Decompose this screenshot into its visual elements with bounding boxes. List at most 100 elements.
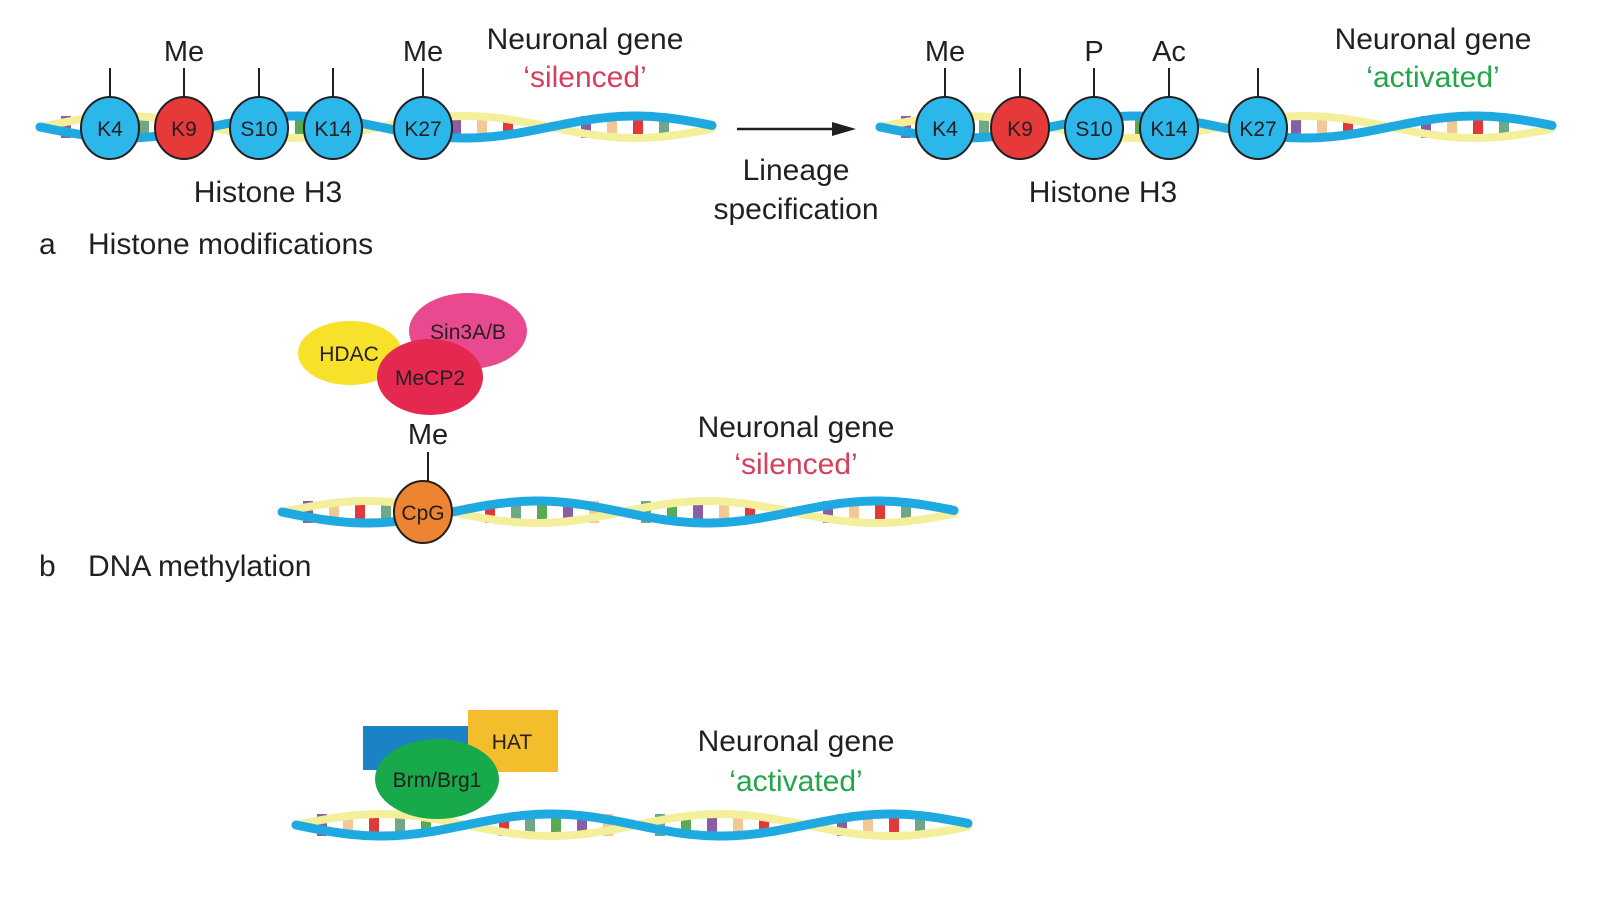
base-pair — [303, 501, 313, 523]
base-pair — [1447, 116, 1457, 138]
base-pair — [1421, 116, 1431, 138]
residue-k4: K4 — [80, 68, 140, 160]
base-pair — [589, 501, 599, 523]
residue-circle — [303, 96, 363, 160]
base-pair — [581, 116, 591, 138]
base-pair — [343, 814, 353, 836]
arrow-label-line2: specification — [713, 193, 878, 226]
panel-a-letter: a — [39, 228, 56, 261]
residue-k14: K14 Ac — [1139, 36, 1199, 160]
residue-label: K9 — [1007, 118, 1033, 141]
residue-circle — [990, 96, 1050, 160]
base-pair — [355, 501, 365, 523]
base-pair — [369, 814, 379, 836]
dna-strand-blue — [277, 496, 959, 528]
base-pair — [745, 501, 755, 523]
dna-strand-blue — [35, 111, 717, 143]
base-pair — [719, 501, 729, 523]
residue-k14: K14 — [303, 68, 363, 160]
base-pair — [607, 116, 617, 138]
arrow-label-line1: Lineage — [743, 154, 850, 187]
dna-helix-a-activated — [875, 111, 1557, 143]
base-pair — [1499, 116, 1509, 138]
base-pair — [889, 814, 899, 836]
base-pair — [641, 501, 651, 523]
base-pair — [451, 116, 461, 138]
dna-helix-a-silenced — [35, 111, 717, 143]
residue-k27: K27 — [1228, 68, 1288, 160]
gene-state-a-right: ‘activated’ — [1366, 61, 1499, 94]
gene-state-c: ‘activated’ — [729, 765, 862, 798]
residue-label: K27 — [1239, 118, 1276, 141]
lineage-arrow-head-icon — [832, 122, 856, 136]
modification-mark: Me — [403, 36, 443, 68]
cpg-site — [393, 480, 453, 544]
base-pair — [823, 501, 833, 523]
residue-circle — [915, 96, 975, 160]
base-pair — [511, 501, 521, 523]
methyl-mark-b: Me — [408, 419, 448, 451]
gene-label-b: Neuronal gene — [698, 411, 895, 444]
residue-circle — [229, 96, 289, 160]
hat-label: HAT — [492, 731, 533, 754]
hdac-protein — [298, 321, 402, 385]
base-pair — [1317, 116, 1327, 138]
brm-brg1-label: Brm/Brg1 — [393, 769, 482, 792]
residue-circle — [393, 96, 453, 160]
base-pair — [1343, 116, 1353, 138]
residue-label: S10 — [1075, 118, 1112, 141]
base-pair — [329, 501, 339, 523]
residue-s10: S10 — [229, 68, 289, 160]
residue-label: S10 — [240, 118, 277, 141]
base-pair — [499, 814, 509, 836]
panel-a-title: Histone modifications — [88, 228, 373, 261]
gene-state-a-left: ‘silenced’ — [523, 61, 646, 94]
sin3-label: Sin3A/B — [430, 321, 506, 344]
base-pair — [503, 116, 513, 138]
residue-circle — [1064, 96, 1124, 160]
mecp2-label: MeCP2 — [395, 367, 465, 390]
base-pair — [295, 116, 305, 138]
base-pair — [537, 501, 547, 523]
base-pair — [317, 814, 327, 836]
gene-label-a-left: Neuronal gene — [487, 23, 684, 56]
base-pair — [395, 814, 405, 836]
base-pair — [659, 116, 669, 138]
gene-state-b: ‘silenced’ — [734, 448, 857, 481]
gene-label-a-right: Neuronal gene — [1335, 23, 1532, 56]
residue-label: K4 — [97, 118, 123, 141]
base-pair — [979, 116, 989, 138]
base-pair — [1473, 116, 1483, 138]
base-pair — [525, 814, 535, 836]
mecp2-protein — [377, 339, 483, 415]
modification-mark: Ac — [1152, 36, 1186, 68]
base-pair — [633, 116, 643, 138]
residue-label: K4 — [932, 118, 958, 141]
base-pair — [421, 814, 431, 836]
gene-label-c: Neuronal gene — [698, 725, 895, 758]
base-pair — [693, 501, 703, 523]
modification-mark: Me — [925, 36, 965, 68]
base-pair — [551, 814, 561, 836]
base-pair — [837, 814, 847, 836]
base-pair — [707, 814, 717, 836]
residue-circle — [80, 96, 140, 160]
residue-label: K14 — [1150, 118, 1188, 141]
base-pair — [759, 814, 769, 836]
residue-circle — [154, 96, 214, 160]
base-pair — [139, 116, 149, 138]
base-pair — [485, 501, 495, 523]
histone-label-a-left: Histone H3 — [194, 176, 342, 209]
base-pair — [901, 501, 911, 523]
base-pair — [849, 501, 859, 523]
dna-strand-blue — [291, 809, 973, 841]
base-pair — [381, 501, 391, 523]
base-pair — [863, 814, 873, 836]
residue-k4: K4 Me — [915, 36, 975, 160]
base-pair — [61, 116, 71, 138]
